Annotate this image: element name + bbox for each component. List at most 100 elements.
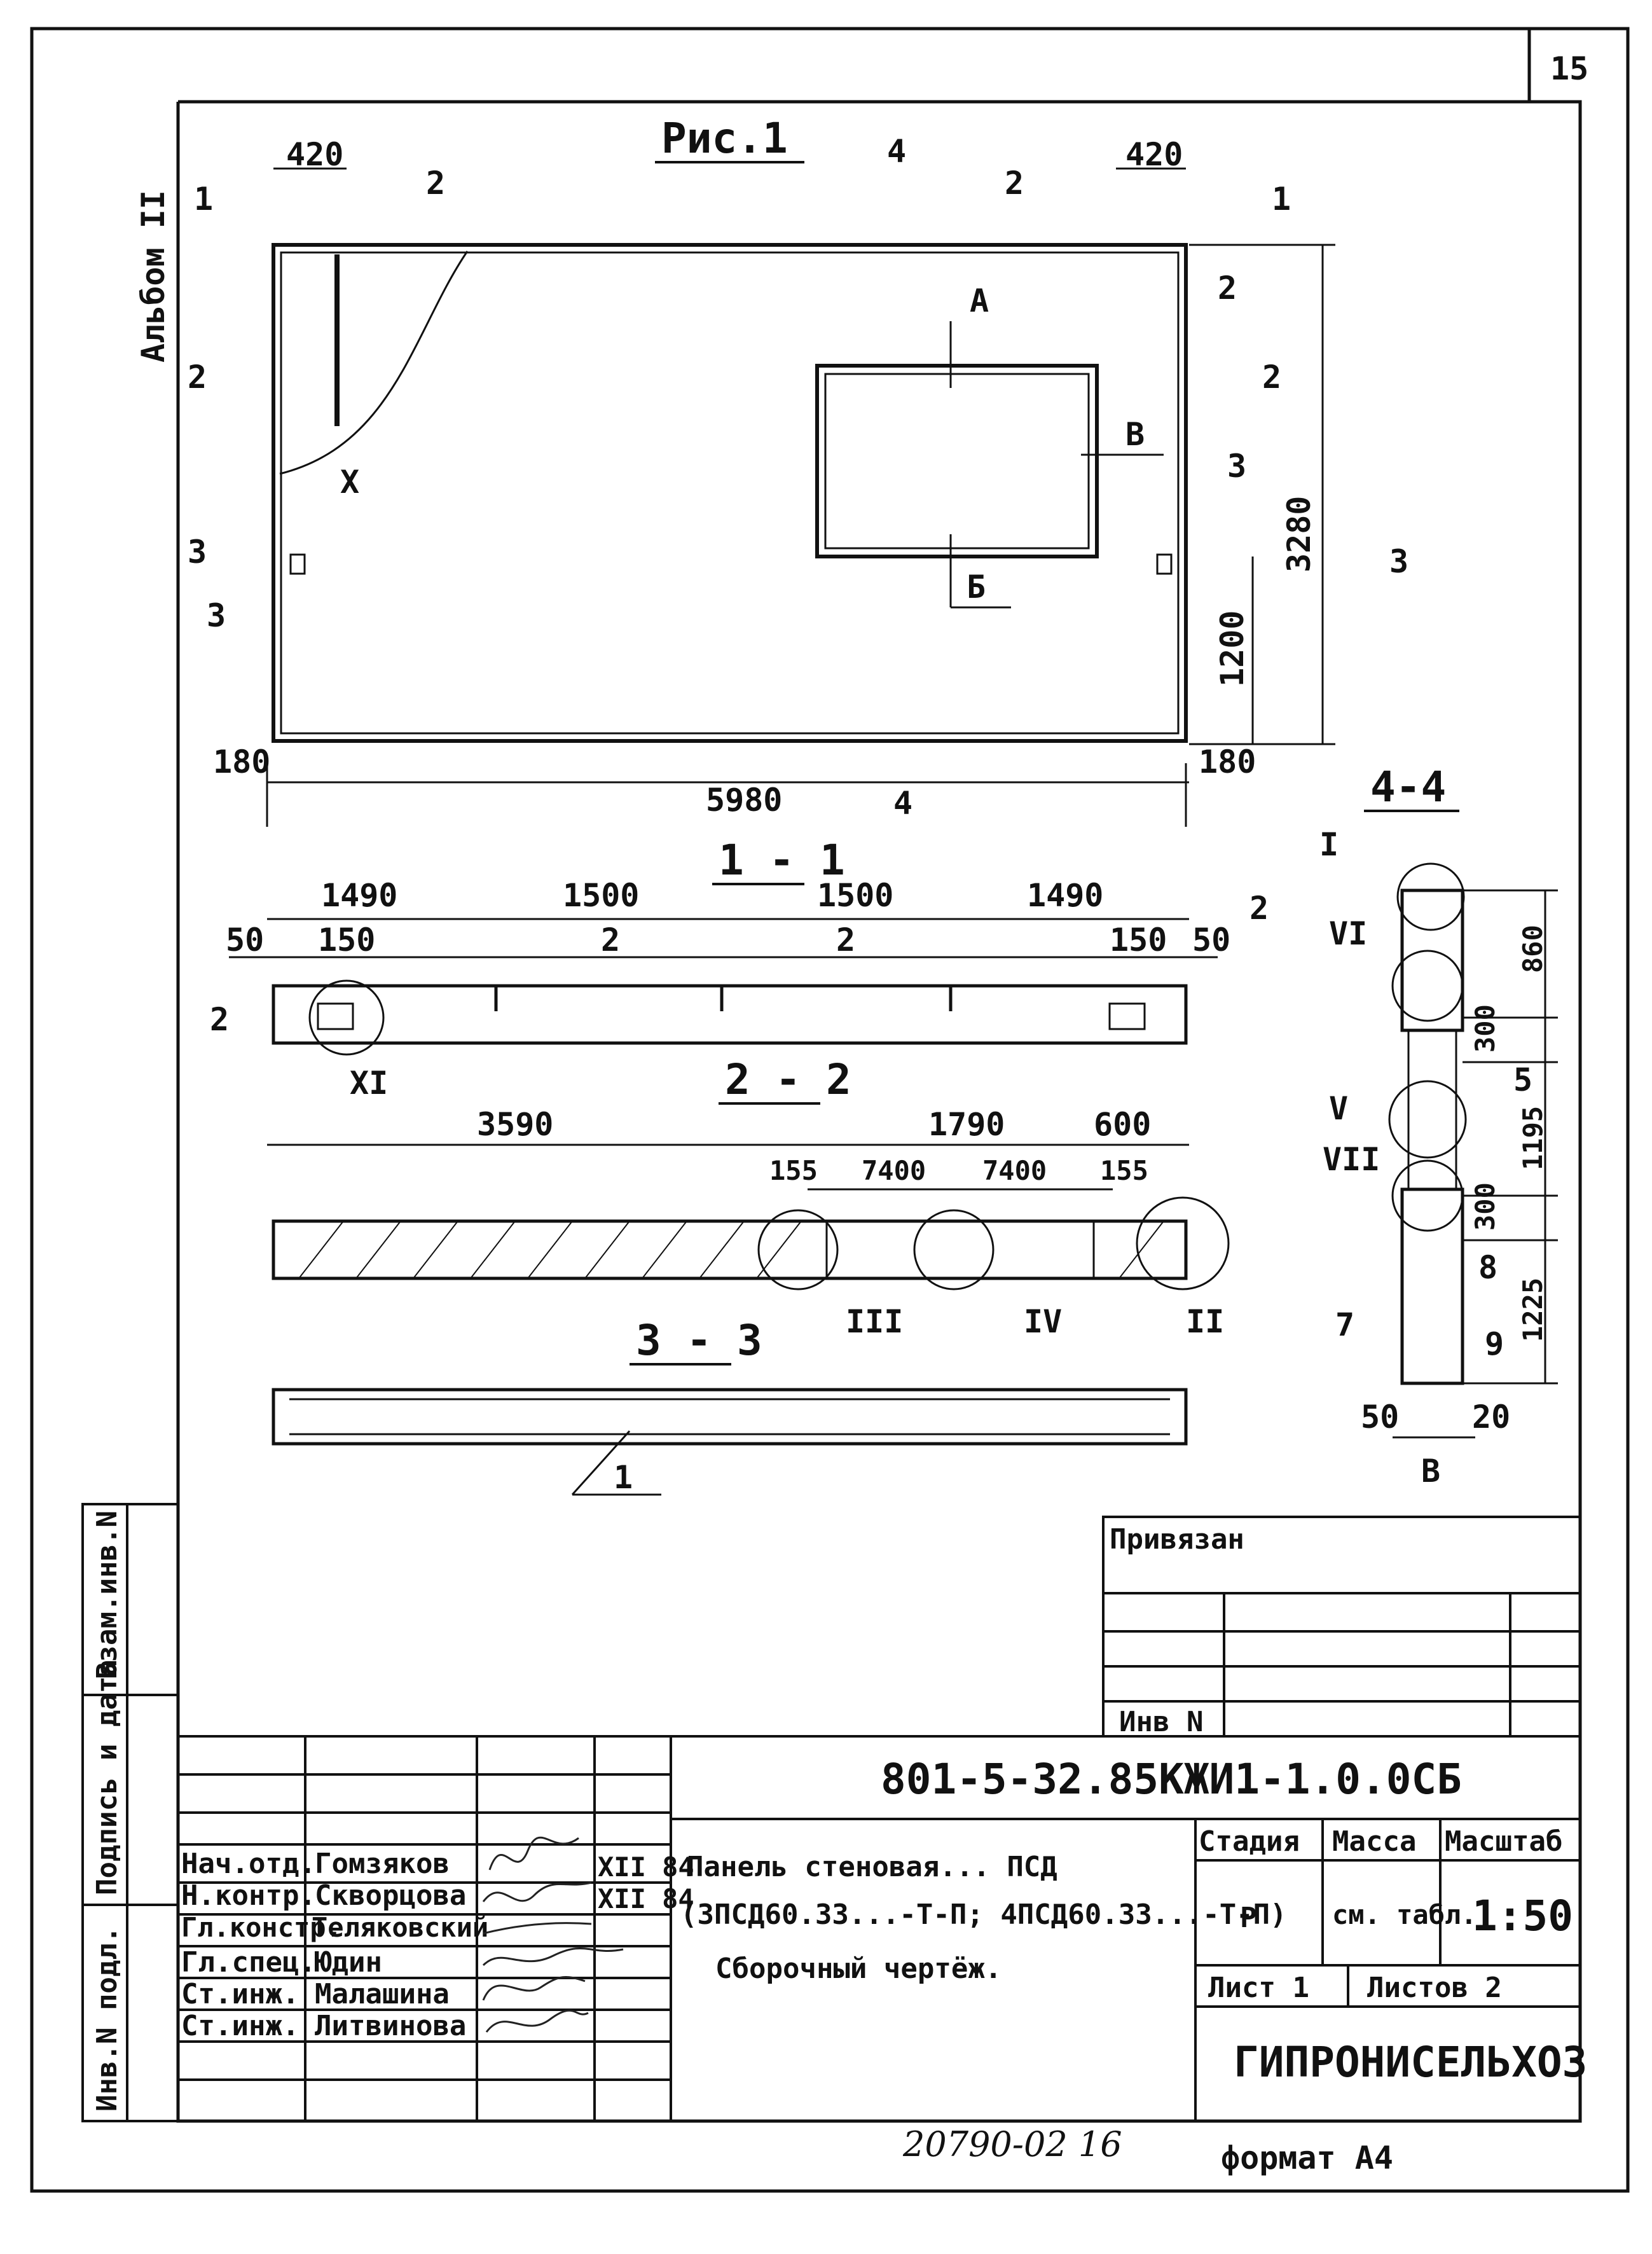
footer-format: формат А4 [1221, 2140, 1393, 2176]
tb-designation: 801-5-32.85КЖИ1-1.0.0СБ [881, 1755, 1462, 1804]
section-4-4-title: 4-4 [1370, 763, 1446, 812]
s11-pos-2-left: 2 [210, 1001, 229, 1038]
side-stamp-inv: Инв.N подл. [91, 1926, 123, 2112]
tb-role-4: Гл.спец. [181, 1946, 316, 1979]
s44-node-i: I [1319, 826, 1339, 863]
s44-label-9: 9 [1485, 1325, 1504, 1362]
s11-pos-2-b: 2 [836, 922, 855, 958]
tb-title-line1: Панель стеновая... ПСД [687, 1851, 1057, 1883]
tb-stadiya-label: Стадия [1199, 1825, 1300, 1858]
privyazan-block [1102, 1516, 1581, 1738]
s11-pos-2-a: 2 [601, 922, 620, 958]
tb-date-2: XII 84 [598, 1883, 694, 1914]
s22-dim-a: 3590 [477, 1106, 553, 1143]
pos-3-right: 3 [1227, 448, 1246, 485]
tb-masshtab-label: Масштаб [1445, 1825, 1562, 1858]
s44-dim-300-top: 300 [1470, 1004, 1501, 1053]
s11-node-xi: XI [350, 1065, 388, 1102]
s22-node-ii: II [1186, 1303, 1224, 1340]
section-3-3-title: 3 - 3 [636, 1316, 762, 1365]
cut-1-left: 1 [194, 181, 213, 218]
tb-role-5: Ст.инж. [181, 1978, 299, 2010]
pos-3-left: 3 [207, 597, 226, 634]
cut-4-bottom: 4 [893, 785, 912, 822]
s44-bottom-b: В [1421, 1453, 1440, 1490]
dim-height: 3280 [1281, 496, 1318, 572]
section-1-1-title: 1 - 1 [719, 836, 845, 885]
dim-bottom-right: 180 [1199, 743, 1256, 780]
footer-number: 20790-02 16 [902, 2124, 1122, 2164]
main-panel-view [272, 243, 1188, 743]
pos-2-right: 2 [1218, 270, 1237, 307]
s44-label-5: 5 [1513, 1061, 1532, 1098]
pos-2-top-b: 2 [1005, 165, 1024, 202]
tb-date-1: XII 84 [598, 1851, 694, 1883]
section-3-3-view [272, 1388, 1188, 1496]
s33-pos-1: 1 [614, 1459, 633, 1496]
dim-top-right: 420 [1125, 136, 1183, 173]
cut-1-right: 1 [1272, 181, 1291, 218]
cut-2-left: 2 [188, 359, 207, 396]
s22-sub-7400-b: 7400 [982, 1155, 1047, 1186]
side-stamp-vzam: Взам.инв.N [91, 1511, 123, 1679]
s22-sub-155-left: 155 [769, 1155, 818, 1186]
title-block [177, 1735, 1581, 2122]
dim-opening-height: 1200 [1214, 611, 1251, 687]
tb-name-6: Литвинова [315, 2010, 466, 2042]
signatures [482, 1836, 624, 2033]
s44-dim-300-bottom: 300 [1470, 1182, 1501, 1231]
tb-org: ГИПРОНИСЕЛЬХОЗ [1234, 2038, 1587, 2087]
tb-list: Лист 1 [1208, 1972, 1309, 2004]
side-stamp-podpis: Подпись и дата [91, 1659, 123, 1895]
s11-edge-right: 50 [1192, 922, 1230, 958]
s22-node-iii: III [846, 1303, 903, 1340]
s11-pos-2-right: 2 [1249, 890, 1269, 927]
node-x: X [340, 464, 359, 501]
figure-title: Рис.1 [661, 114, 788, 163]
cut-3-left: 3 [188, 534, 207, 570]
s11-edge-left: 50 [226, 922, 264, 958]
s22-dim-b: 1790 [928, 1106, 1005, 1143]
s44-dim-860: 860 [1517, 925, 1548, 973]
main-view-dimensions [266, 167, 1335, 827]
s44-dim-1195: 1195 [1517, 1106, 1548, 1170]
s44-bottom-50: 50 [1361, 1399, 1399, 1435]
cut-3-right: 3 [1389, 543, 1408, 580]
s22-sub-155-right: 155 [1100, 1155, 1148, 1186]
s44-node-v: V [1329, 1090, 1348, 1127]
opening-label-b: Б [967, 569, 986, 605]
privyazan-title: Привязан [1110, 1523, 1244, 1556]
tb-role-6: Ст.инж. [181, 2010, 299, 2042]
section-4-4-view [1388, 862, 1558, 1439]
s11-inner-left: 150 [318, 922, 375, 958]
tb-role-3: Гл.констр. [181, 1912, 342, 1943]
s44-dim-1225: 1225 [1517, 1278, 1548, 1342]
privyazan-inv-label: Инв N [1119, 1706, 1203, 1738]
tb-name-3: Теляковский [312, 1912, 488, 1943]
dim-top-left: 420 [286, 136, 343, 173]
dim-length: 5980 [706, 782, 782, 819]
tb-masshtab: 1:50 [1472, 1891, 1573, 1940]
cut-2-right: 2 [1262, 359, 1281, 396]
section-2-2-view [267, 1144, 1230, 1290]
s44-bottom-20: 20 [1472, 1399, 1510, 1435]
tb-name-4: Юдин [315, 1946, 382, 1979]
s44-label-8: 8 [1478, 1249, 1497, 1286]
tb-massa: см. табл. [1332, 1899, 1477, 1930]
s11-dim-1: 1490 [321, 877, 397, 914]
s22-dim-c: 600 [1094, 1106, 1151, 1143]
s22-node-iv: IV [1024, 1303, 1062, 1340]
pos-2-top-a: 2 [426, 165, 445, 202]
s11-inner-right: 150 [1110, 922, 1167, 958]
section-1-1-view [229, 918, 1218, 1056]
s11-dim-2: 1500 [563, 877, 639, 914]
s11-dim-4: 1490 [1027, 877, 1103, 914]
tb-title-line2: (3ПСД60.33...-Т-П; 4ПСД60.33...-Т-П) [680, 1898, 1287, 1931]
section-2-2-hatch [298, 1220, 1164, 1279]
tb-role-2: Н.контр. [181, 1879, 316, 1912]
tb-role-1: Нач.отд. [181, 1848, 316, 1880]
section-2-2-title: 2 - 2 [725, 1055, 851, 1104]
s44-node-vii: VII [1323, 1141, 1380, 1178]
page-number: 15 [1550, 50, 1588, 87]
